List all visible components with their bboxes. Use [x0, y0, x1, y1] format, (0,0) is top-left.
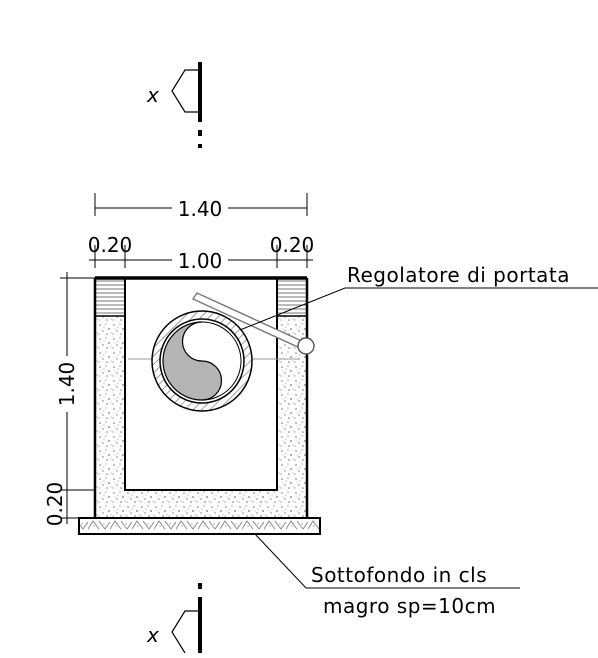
subbase-slab: [78, 517, 321, 535]
dim-base-thickness: 0.20: [43, 482, 67, 527]
label-subbase-line2: magro sp=10cm: [323, 594, 496, 618]
section-label-bottom: x: [146, 623, 159, 647]
pipe-regulator: [128, 292, 315, 412]
regulator-float: [297, 337, 315, 355]
section-marker-top: x: [146, 62, 202, 148]
dim-outer-width: 1.40: [178, 197, 223, 221]
dimension-top: 1.40 0.20 1.00 0.20: [88, 193, 315, 273]
dim-inner-width: 1.00: [178, 249, 223, 273]
annotation-regulator: Regolatore di portata: [239, 263, 598, 331]
collar-right: [277, 278, 307, 316]
collar-left: [95, 278, 125, 316]
dimension-left: 1.40 0.20: [43, 272, 95, 526]
label-subbase-line1: Sottofondo in cls: [311, 563, 487, 587]
section-marker-bottom: x: [146, 583, 202, 654]
dim-right-wall: 0.20: [270, 233, 315, 257]
label-regulator: Regolatore di portata: [347, 263, 570, 287]
dim-left-wall: 0.20: [88, 233, 133, 257]
annotation-subbase: Sottofondo in cls magro sp=10cm: [254, 533, 520, 618]
dim-height: 1.40: [55, 362, 79, 407]
regulator-disc: [162, 321, 223, 401]
section-label-top: x: [146, 83, 159, 107]
